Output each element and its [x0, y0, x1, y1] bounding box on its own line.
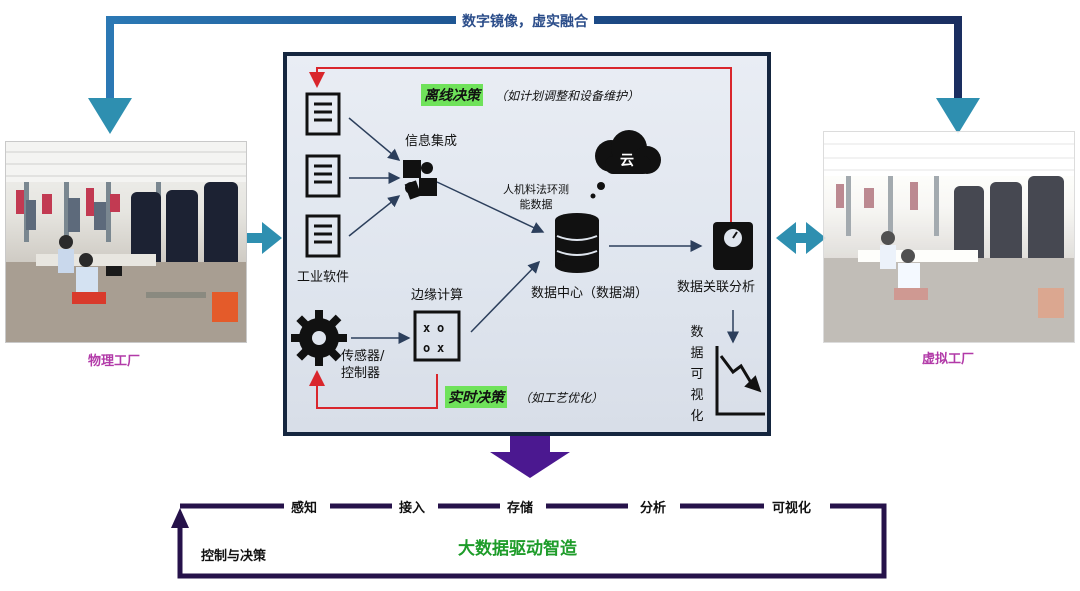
physical-factory-photo — [5, 141, 247, 343]
top-loop-arrow-right — [936, 98, 980, 134]
scale-icon — [713, 222, 753, 270]
top-loop-arrow-left — [88, 98, 132, 134]
offline-decision-note: （如计划调整和设备维护） — [495, 89, 640, 103]
realtime-decision-title: 实时决策 — [445, 386, 507, 408]
svg-text:o: o — [437, 321, 444, 335]
right-side-arrow-left — [776, 222, 796, 254]
info-integration-label: 信息集成 — [405, 134, 458, 149]
offline-decision-title: 离线决策 — [421, 84, 483, 106]
document-icon — [305, 92, 341, 136]
data-center-label: 数据中心（数据湖） — [531, 286, 649, 301]
svg-text:x: x — [437, 341, 444, 355]
stage-sense: 感知 — [291, 501, 318, 516]
top-loop-label: 数字镜像，虚实融合 — [456, 11, 594, 31]
document-icon — [305, 214, 341, 258]
bottom-loop-arrow — [171, 508, 189, 528]
realtime-decision-note: （如工艺优化） — [519, 391, 604, 405]
industrial-software-label: 工业软件 — [297, 270, 350, 285]
offline-feedback-line — [309, 67, 732, 228]
gear-icon — [291, 310, 347, 366]
svg-text:o: o — [423, 341, 430, 355]
declining-chart-icon — [715, 346, 765, 416]
stage-analysis: 分析 — [640, 501, 667, 516]
down-arrow-stem — [510, 436, 550, 454]
svg-text:x: x — [423, 321, 430, 335]
stage-storage: 存储 — [507, 501, 534, 516]
edge-board-icon: x o o x — [413, 310, 461, 362]
edge-computing-label: 边缘计算 — [411, 288, 464, 303]
realtime-feedback-line — [309, 370, 438, 409]
cloud-icon — [590, 130, 661, 199]
left-side-arrow — [262, 222, 282, 254]
visualization-label: 数 据 可 视 化 — [690, 325, 704, 424]
database-icon — [555, 213, 599, 273]
virtual-factory-photo — [823, 131, 1075, 343]
virtual-factory-scene — [824, 132, 1074, 342]
virtual-factory-caption: 虚拟工厂 — [921, 352, 974, 367]
document-icon — [305, 154, 341, 198]
central-panel: x o o x 离线决策 （如计划调整和设备维护） 信息集成 工业软件 边缘计算… — [283, 52, 771, 436]
stage-access: 接入 — [399, 501, 426, 516]
stage-visualization: 可视化 — [772, 501, 812, 516]
data-types-label: 人机料法环测 能数据 — [503, 183, 569, 211]
puzzle-icon — [403, 160, 437, 200]
sensor-controller-label: 传感器/ 控制器 — [341, 349, 385, 381]
correlation-analysis-label: 数据关联分析 — [677, 280, 756, 295]
cloud-label: 云 — [620, 153, 634, 169]
control-decision-label: 控制与决策 — [201, 549, 267, 564]
factory-scene — [6, 142, 246, 342]
panel-connectors: x o o x — [291, 67, 765, 416]
right-side-arrow-right — [806, 222, 826, 254]
bottom-loop-title: 大数据驱动智造 — [458, 539, 577, 559]
physical-factory-caption: 物理工厂 — [87, 354, 140, 369]
down-arrow-head — [490, 452, 570, 478]
